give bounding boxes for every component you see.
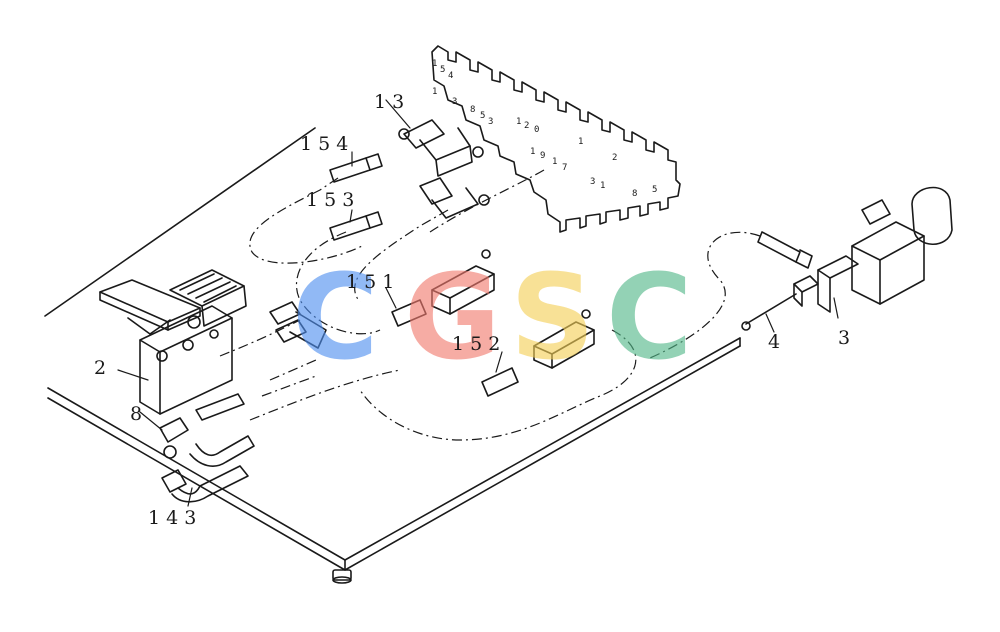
foot-pedal-valve [99, 269, 247, 415]
bracket-number: 3 [452, 97, 457, 107]
bracket-number: 5 [440, 65, 445, 75]
watermark-letter-1: C [292, 248, 379, 386]
air-valve-assembly [741, 186, 953, 331]
bracket-number: 1 [552, 157, 557, 167]
callout-143: 1 4 3 [148, 507, 196, 529]
notched-mounting-bracket [431, 45, 681, 233]
bracket-number: 1 [600, 181, 605, 191]
watermark-letter-3: S [510, 248, 595, 386]
bracket-number: 1 [530, 147, 535, 157]
bracket-number: 5 [652, 185, 657, 195]
upper-tee-fittings [398, 119, 490, 219]
callout-labels: 1 5 4 1 5 3 1 3 1 5 1 1 5 2 2 8 1 4 3 3 … [94, 91, 850, 529]
bracket-number: 2 [612, 153, 617, 163]
callout-3: 3 [838, 327, 850, 349]
distribution-manifolds [431, 249, 595, 369]
callout-154: 1 5 4 [300, 133, 348, 155]
watermark-letter-2: G [404, 248, 501, 386]
bracket-number: 9 [540, 151, 545, 161]
bracket-number: 2 [524, 121, 529, 131]
callout-2: 2 [94, 357, 106, 379]
left-hose-fittings [159, 301, 327, 503]
bracket-part-numbers: 1 5 4 1 3 8 5 3 1 2 0 1 9 1 7 1 3 1 2 8 … [432, 59, 657, 199]
bracket-number: 5 [480, 111, 485, 121]
base-panel [44, 127, 741, 584]
watermark-letter-4: C [606, 248, 693, 386]
bracket-number: 3 [590, 177, 595, 187]
callout-13: 1 3 [374, 91, 404, 113]
bracket-number: 8 [470, 105, 475, 115]
callout-4: 4 [768, 331, 780, 353]
short-hoses [329, 153, 519, 397]
callout-151: 1 5 1 [346, 271, 394, 293]
bracket-number: 1 [516, 117, 521, 127]
callout-leaders [117, 99, 839, 507]
routing-lines [219, 169, 761, 441]
bracket-number: 3 [488, 117, 493, 127]
watermark: C G S C [292, 248, 693, 386]
callout-8: 8 [130, 403, 142, 425]
bracket-number: 1 [432, 87, 437, 97]
bracket-number: 0 [534, 125, 539, 135]
bracket-number: 4 [448, 71, 453, 81]
bracket-number: 7 [562, 163, 567, 173]
bracket-number: 1 [578, 137, 583, 147]
bracket-number: 1 [432, 59, 437, 69]
bracket-number: 8 [632, 189, 637, 199]
callout-153: 1 5 3 [306, 189, 354, 211]
callout-152: 1 5 2 [452, 333, 500, 355]
